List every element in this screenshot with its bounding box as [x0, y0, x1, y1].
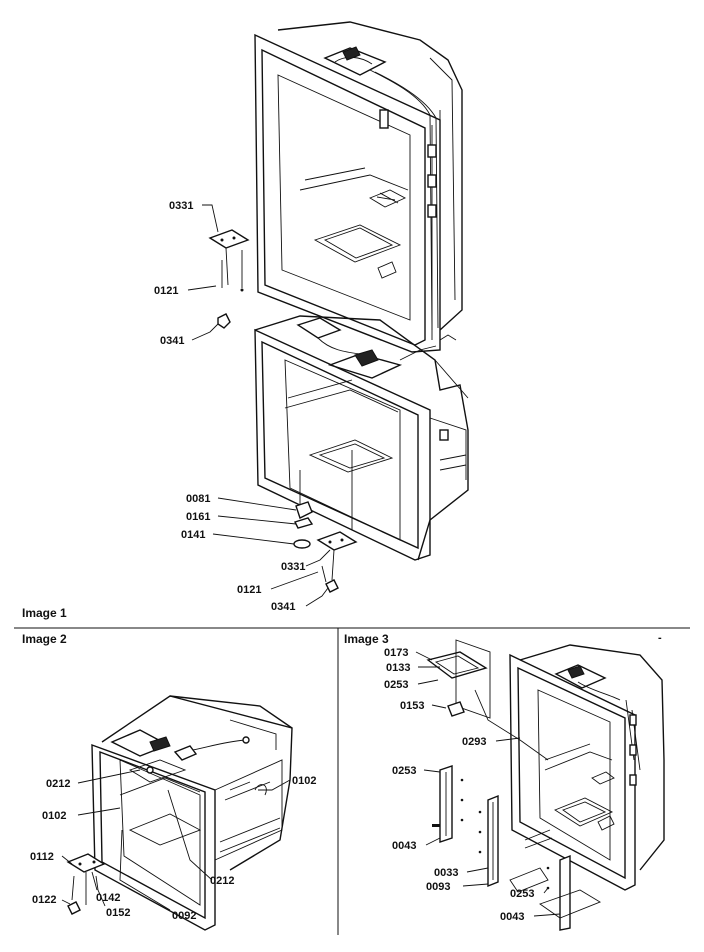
section-label-image2: Image 2: [22, 632, 67, 646]
image1-leaders: [187, 204, 331, 607]
image2-cabinet: [66, 695, 293, 931]
upper-cabinet: [208, 21, 463, 353]
label-0212-bottom: 0212: [210, 875, 234, 887]
label-0043-bottom: 0043: [500, 911, 524, 923]
label-0153: 0153: [400, 700, 424, 712]
label-0161: 0161: [186, 511, 210, 523]
label-0253-mid: 0253: [392, 765, 416, 777]
label-0093: 0093: [426, 881, 450, 893]
lower-cabinet: [254, 315, 469, 593]
section-label-image3: Image 3: [344, 632, 389, 646]
label-0253-top: 0253: [384, 679, 408, 691]
image3-leaders: [415, 651, 561, 917]
image3-cabinet: [509, 644, 665, 891]
label-0173: 0173: [384, 647, 408, 659]
label-0141: 0141: [181, 529, 205, 541]
section-label-image1: Image 1: [22, 606, 67, 620]
label-0152: 0152: [106, 907, 130, 919]
label-0331-bottom: 0331: [281, 561, 305, 573]
label-0341-top: 0341: [160, 335, 184, 347]
label-0081: 0081: [186, 493, 210, 505]
label-0341-bottom: 0341: [271, 601, 295, 613]
label-0133: 0133: [386, 662, 410, 674]
label-0112: 0112: [30, 851, 54, 863]
label-0092: 0092: [172, 910, 196, 922]
label-0033: 0033: [434, 867, 458, 879]
label-0043-left: 0043: [392, 840, 416, 852]
label-0102-right: 0102: [292, 775, 316, 787]
label-0293: 0293: [462, 736, 486, 748]
label-0142: 0142: [96, 892, 120, 904]
image3-parts: [426, 639, 602, 931]
label-0212-left: 0212: [46, 778, 70, 790]
label-0122: 0122: [32, 894, 56, 906]
label-0102-left: 0102: [42, 810, 66, 822]
label-dash: -: [658, 632, 662, 644]
image2-leaders: [61, 769, 291, 911]
label-0121-top: 0121: [154, 285, 178, 297]
label-0331-top: 0331: [169, 200, 193, 212]
label-0253-bottom: 0253: [510, 888, 534, 900]
label-0121-bottom: 0121: [237, 584, 261, 596]
